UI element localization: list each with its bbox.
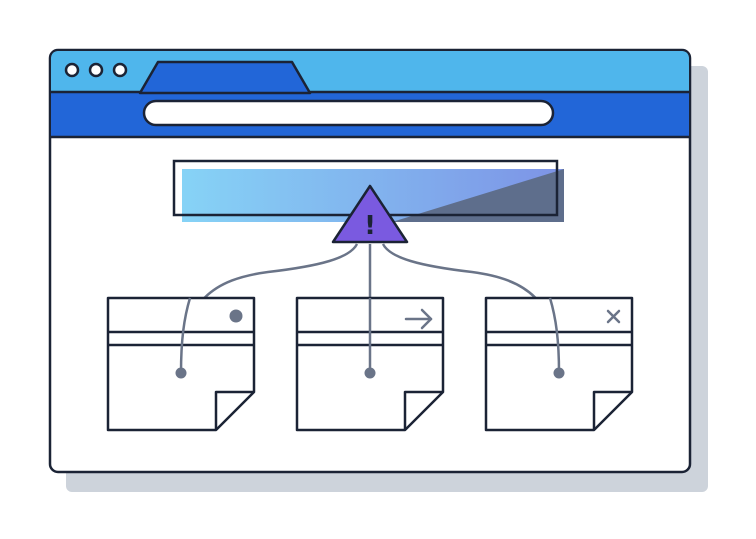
window-controls [64,62,128,78]
connector-overlay [548,297,561,374]
connector-endpoints-top [175,367,565,379]
connector-overlays [179,297,561,374]
connector-endpoint [175,367,187,379]
window-control-dot[interactable] [112,62,128,78]
window-control-dot[interactable] [64,62,80,78]
arrow-right-icon [404,308,433,330]
card-fold [214,390,254,430]
banner-dark-wedge [392,169,564,222]
warning-glyph: ! [364,211,376,241]
browser-tab[interactable] [138,60,312,95]
dot-icon [229,309,243,323]
window-control-dot[interactable] [88,62,104,78]
card-fold [592,390,632,430]
card[interactable] [295,296,445,432]
connector-endpoint [364,367,376,379]
connector-overlay [179,297,192,374]
warning-icon: ! [331,184,409,244]
connector-endpoint [553,367,565,379]
address-bar[interactable] [142,99,555,127]
close-icon [606,309,621,324]
card-fold [403,390,443,430]
warning-triangle [331,184,409,244]
